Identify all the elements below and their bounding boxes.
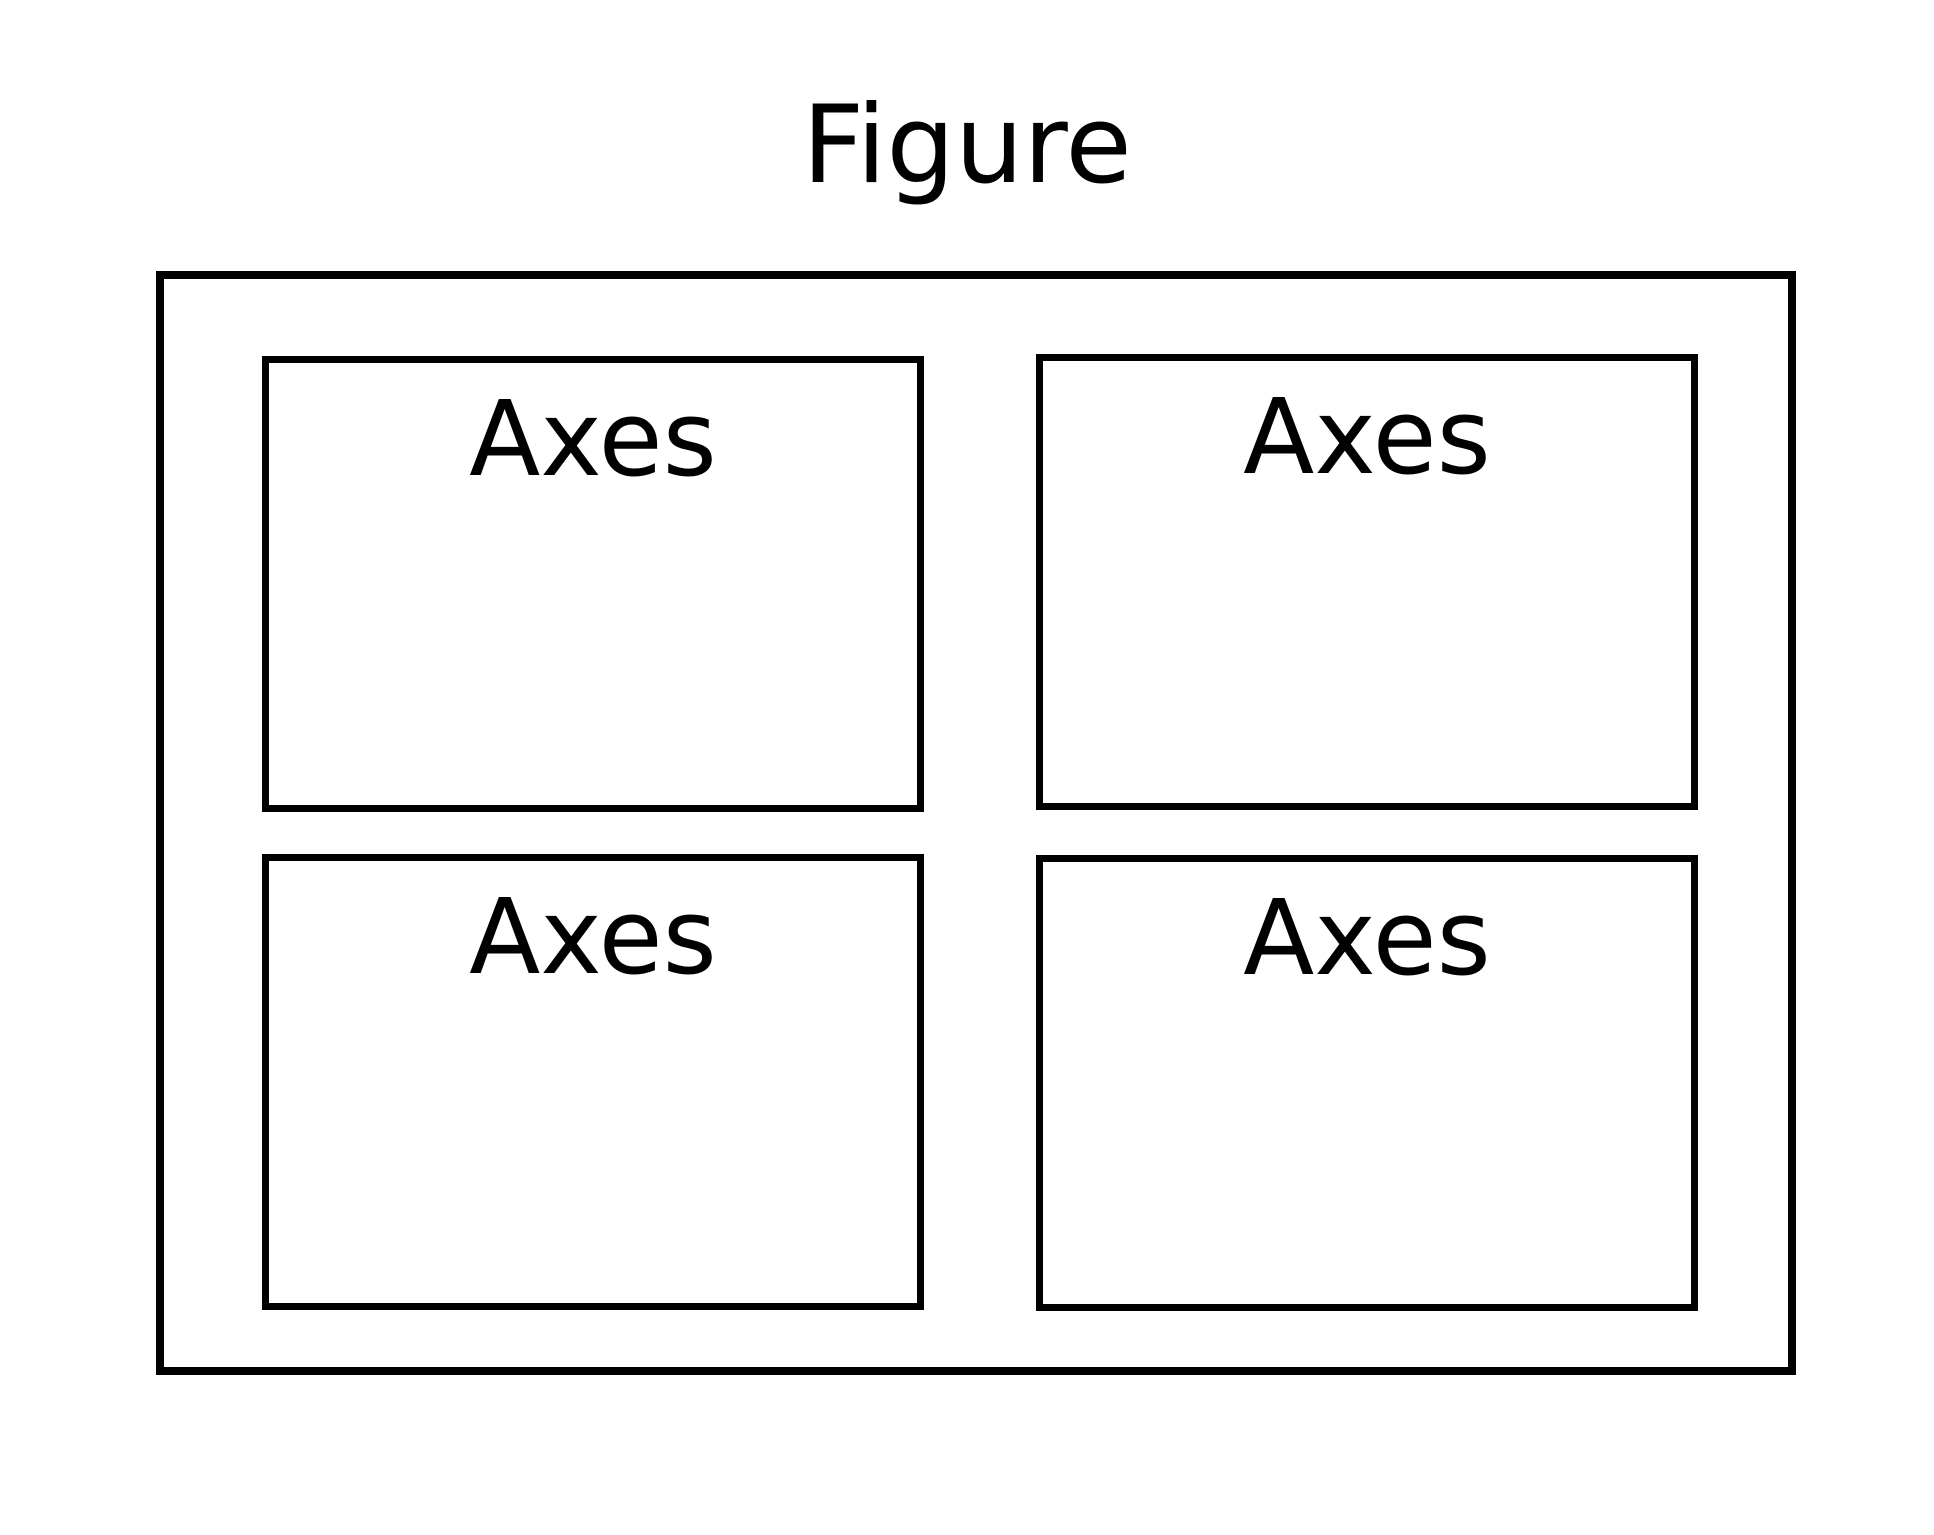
figure-container	[156, 271, 1796, 1375]
figure-title: Figure	[802, 83, 1132, 208]
axes-label: Axes	[1243, 877, 1491, 999]
axes-top-left: Axes	[262, 356, 924, 812]
axes-bottom-right: Axes	[1036, 855, 1698, 1311]
axes-top-right: Axes	[1036, 354, 1698, 810]
axes-label: Axes	[469, 378, 717, 500]
axes-label: Axes	[469, 876, 717, 998]
axes-bottom-left: Axes	[262, 854, 924, 1310]
axes-label: Axes	[1243, 376, 1491, 498]
